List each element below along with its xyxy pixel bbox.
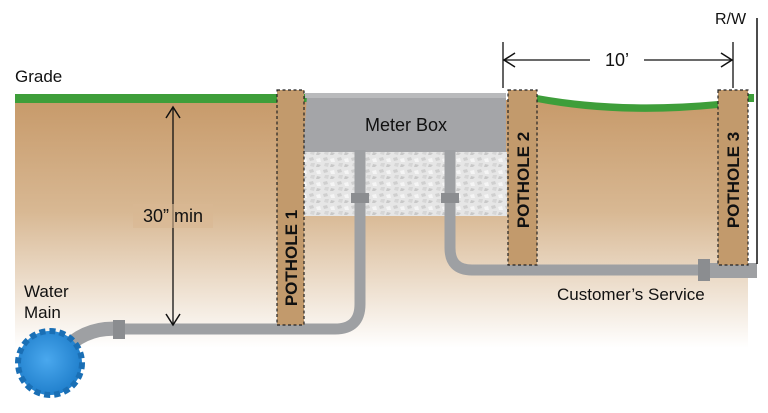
right-of-way-label: R/W <box>715 11 747 28</box>
service-pipe-main <box>120 150 366 335</box>
valve-fitting-right <box>441 193 459 203</box>
water-main-label-line2: Main <box>24 303 61 322</box>
depth-label: 30” min <box>143 206 203 226</box>
main-fitting <box>113 320 125 339</box>
water-main-label-line1: Water <box>24 282 69 301</box>
customer-pipe-stub <box>700 263 757 278</box>
dimension-arrow-left-icon <box>502 52 516 68</box>
gravel-bed <box>303 152 507 216</box>
pothole-3-label: POTHOLE 3 <box>724 132 743 228</box>
grass-left <box>15 94 277 103</box>
meter-box <box>303 95 506 152</box>
depth-arrow-up-icon <box>165 105 181 119</box>
grass-right-dip <box>537 95 718 112</box>
water-main <box>15 328 85 398</box>
grade-label: Grade <box>15 67 62 86</box>
depth-label-bg <box>133 204 213 228</box>
pothole-2-label: POTHOLE 2 <box>514 132 533 228</box>
service-pipe-customer <box>444 150 708 276</box>
pothole-1-label: POTHOLE 1 <box>282 210 301 306</box>
pothole-1 <box>276 89 305 326</box>
dimension-arrow-right-icon <box>720 52 734 68</box>
meter-box-lid <box>305 93 506 98</box>
valve-fitting-left <box>351 193 369 203</box>
customer-fitting <box>698 259 710 281</box>
soil-right <box>505 100 748 348</box>
depth-arrow-down-icon <box>165 313 181 327</box>
pothole-3 <box>717 89 749 266</box>
customer-service-label: Customer’s Service <box>557 285 705 304</box>
grass-right-edge <box>748 94 754 102</box>
pothole-2 <box>507 89 538 266</box>
distance-label: 10’ <box>605 50 629 70</box>
meter-box-label: Meter Box <box>365 115 447 135</box>
